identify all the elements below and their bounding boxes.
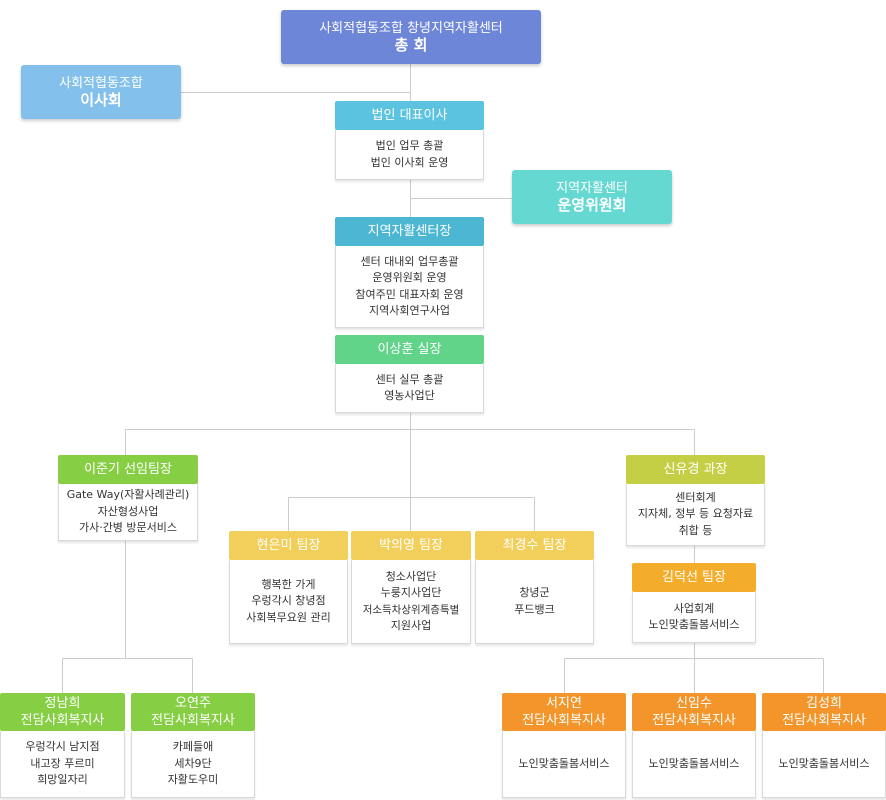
chief-duties: 센터 실무 총괄 영농사업단 <box>335 364 484 413</box>
director-title: 지역자활센터장 <box>367 224 452 239</box>
assembly-label: 총 회 <box>394 36 428 54</box>
duty-item: 취합 등 <box>678 523 713 537</box>
duty-item: 사업회계 <box>673 601 715 615</box>
team1-title: 현은미 팀장 <box>256 538 321 553</box>
board-label: 이사회 <box>80 91 122 109</box>
duty-item: 운영위원회 운영 <box>372 271 447 284</box>
manager-title: 신유경 과장 <box>663 462 728 477</box>
duty-item: 자산형성사업 <box>97 504 159 518</box>
duty-item: 카페들애 <box>172 740 214 754</box>
team2-header: 박의영 팀장 <box>351 531 471 560</box>
chief-title: 이상훈 실장 <box>377 342 442 357</box>
team2-title: 박의영 팀장 <box>379 538 443 553</box>
duty-item: 우렁각시 창녕점 <box>251 594 326 608</box>
duty-item: 지원사업 <box>390 619 432 632</box>
worker4-name: 신임수 <box>676 696 712 711</box>
worker5-name: 김성희 <box>806 696 842 711</box>
team1-duties: 행복한 가게 우렁각시 창녕점 사회복무요원 관리 <box>229 560 348 644</box>
worker2-header: 오연주 전담사회복지사 <box>131 693 255 731</box>
committee-label: 운영위원회 <box>557 196 627 214</box>
duty-item: 누룽지사업단 <box>380 586 442 599</box>
worker3-header: 서지연 전담사회복지사 <box>502 693 626 731</box>
duty-item: 법인 업무 총괄 <box>375 139 444 152</box>
worker4-duties: 노인맞춤돌봄서비스 <box>632 731 756 798</box>
worker3-role: 전담사회복지사 <box>522 713 606 728</box>
duty-item: 노인맞춤돌봄서비스 <box>648 618 740 631</box>
duty-item: 저소득차상위계층특별 <box>362 603 460 616</box>
ceo-title: 법인 대표이사 <box>371 108 448 123</box>
board-org-name: 사회적협동조합 <box>59 76 143 91</box>
team4-duties: 사업회계 노인맞춤돌봄서비스 <box>632 592 756 643</box>
assembly-org-name: 사회적협동조합 창녕지역자활센터 <box>319 21 503 36</box>
worker5-header: 김성희 전담사회복지사 <box>762 693 886 731</box>
manager-header: 신유경 과장 <box>626 455 765 484</box>
general-assembly-box: 사회적협동조합 창녕지역자활센터 총 회 <box>281 10 541 64</box>
worker4-role: 전담사회복지사 <box>652 713 736 728</box>
team4-title: 김덕선 팀장 <box>662 570 726 585</box>
duty-item: 행복한 가게 <box>261 577 316 591</box>
worker2-name: 오연주 <box>175 696 211 711</box>
team3-duties: 창녕군 푸드뱅크 <box>475 560 594 644</box>
worker1-name: 정남희 <box>44 696 81 711</box>
worker1-duties: 우렁각시 남지점 내고장 푸르미 희망일자리 <box>0 731 125 798</box>
manager-duties: 센터회계 지자체, 정부 등 요청자료 취합 등 <box>626 484 765 546</box>
duty-item: 세차9단 <box>174 756 212 770</box>
duty-item: 센터 실무 총괄 <box>375 372 444 386</box>
team4-header: 김덕선 팀장 <box>632 563 756 592</box>
duty-item: 참여주민 대표자회 운영 <box>355 287 464 301</box>
duty-item: 노인맞춤돌봄서비스 <box>518 756 610 770</box>
senior-leader-header: 이준기 선임팀장 <box>58 455 198 484</box>
duty-item: 내고장 푸르미 <box>30 756 95 770</box>
board-box: 사회적협동조합 이사회 <box>21 65 181 119</box>
worker2-role: 전담사회복지사 <box>151 713 235 728</box>
duty-item: 가사·간병 방문서비스 <box>78 521 178 535</box>
team3-title: 최경수 팀장 <box>502 538 567 553</box>
duty-item: 푸드뱅크 <box>514 602 555 616</box>
ceo-duties: 법인 업무 총괄 법인 이사회 운영 <box>335 130 484 180</box>
team3-header: 최경수 팀장 <box>475 531 594 560</box>
duty-item: 지역사회연구사업 <box>369 304 450 317</box>
senior-leader-duties: Gate Way(자활사례관리) 자산형성사업 가사·간병 방문서비스 <box>58 484 198 541</box>
duty-item: 노인맞춤돌봄서비스 <box>648 756 740 770</box>
duty-item: 희망일자리 <box>37 773 88 787</box>
director-duties: 센터 대내외 업무총괄 운영위원회 운영 참여주민 대표자회 운영 지역사회연구… <box>335 246 484 328</box>
duty-item: 청소사업단 <box>385 569 437 583</box>
team1-header: 현은미 팀장 <box>229 531 348 560</box>
duty-item: 자활도우미 <box>167 773 219 787</box>
duty-item: 센터 대내외 업무총괄 <box>360 254 459 268</box>
worker4-header: 신임수 전담사회복지사 <box>632 693 756 731</box>
ceo-header: 법인 대표이사 <box>335 101 484 130</box>
duty-item: 창녕군 <box>519 586 550 599</box>
duty-item: 지자체, 정부 등 요청자료 <box>637 507 754 521</box>
worker5-role: 전담사회복지사 <box>782 713 866 728</box>
duty-item: 노인맞춤돌봄서비스 <box>778 756 870 770</box>
senior-leader-title: 이준기 선임팀장 <box>84 462 172 477</box>
worker3-duties: 노인맞춤돌봄서비스 <box>502 731 626 798</box>
worker5-duties: 노인맞춤돌봄서비스 <box>762 731 886 798</box>
worker3-name: 서지연 <box>546 696 582 711</box>
worker2-duties: 카페들애 세차9단 자활도우미 <box>131 731 255 798</box>
worker1-header: 정남희 전담사회복지사 <box>0 693 125 731</box>
chief-header: 이상훈 실장 <box>335 335 484 364</box>
duty-item: Gate Way(자활사례관리) <box>66 488 190 502</box>
duty-item: 법인 이사회 운영 <box>370 155 449 169</box>
worker1-role: 전담사회복지사 <box>20 713 105 728</box>
director-header: 지역자활센터장 <box>335 217 484 246</box>
team2-duties: 청소사업단 누룽지사업단 저소득차상위계층특별 지원사업 <box>351 560 471 644</box>
duty-item: 사회복무요원 관리 <box>246 610 331 624</box>
duty-item: 센터회계 <box>675 490 716 504</box>
duty-item: 우렁각시 남지점 <box>25 740 100 754</box>
committee-box: 지역자활센터 운영위원회 <box>512 170 672 224</box>
committee-org-name: 지역자활센터 <box>556 181 628 196</box>
duty-item: 영농사업단 <box>384 389 435 402</box>
